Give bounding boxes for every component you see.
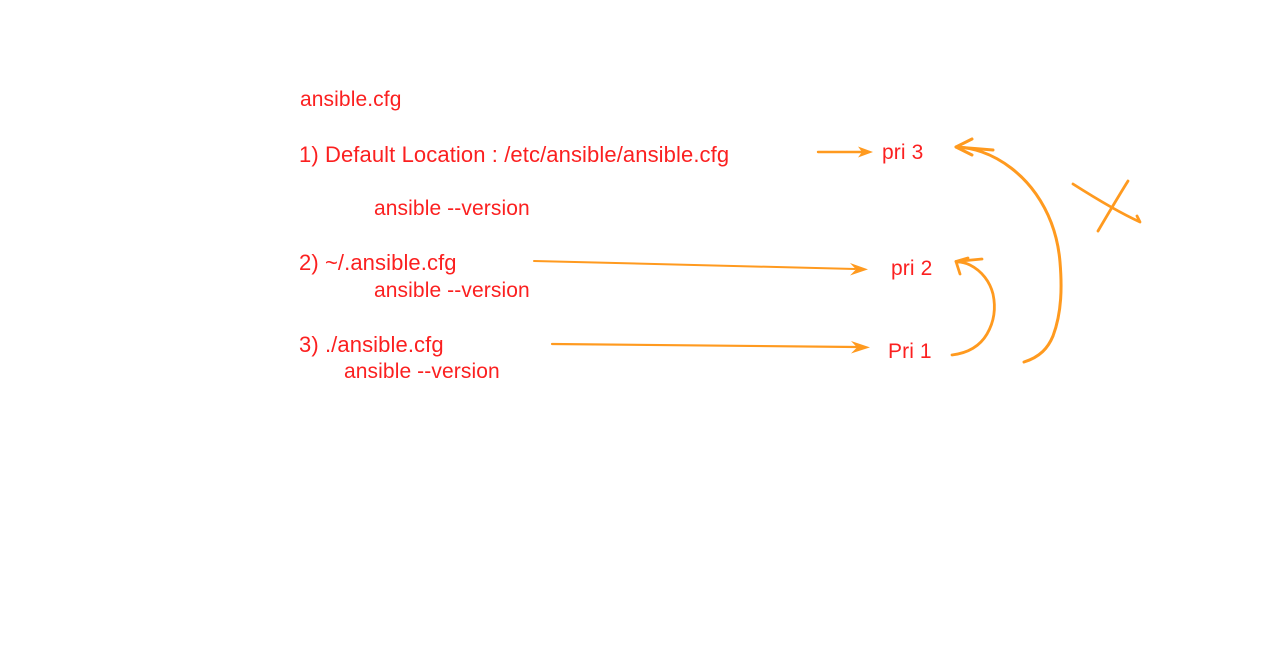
config-location-item-2: 2) ~/.ansible.cfg — [299, 250, 457, 275]
config-location-item-1: 1) Default Location : /etc/ansible/ansib… — [299, 142, 730, 167]
priority-label-2: pri 2 — [891, 257, 933, 280]
priority-label-1: Pri 1 — [888, 340, 932, 363]
config-location-item-3: 3) ./ansible.cfg — [299, 332, 444, 357]
arrow-to-pri-3 — [816, 146, 873, 158]
config-command-3: ansible --version — [344, 360, 500, 383]
config-command-2: ansible --version — [374, 279, 530, 302]
curved-arrow-pri1-to-pri3 — [954, 137, 1063, 364]
curved-arrow-pri1-to-pri2 — [950, 256, 996, 357]
priority-label-3: pri 3 — [882, 141, 924, 164]
config-command-1: ansible --version — [374, 197, 530, 220]
page-title: ansible.cfg — [300, 88, 402, 111]
arrow-to-pri-2 — [533, 260, 868, 276]
arrow-to-pri-1 — [550, 341, 870, 354]
cross-mark-icon — [1071, 179, 1142, 233]
